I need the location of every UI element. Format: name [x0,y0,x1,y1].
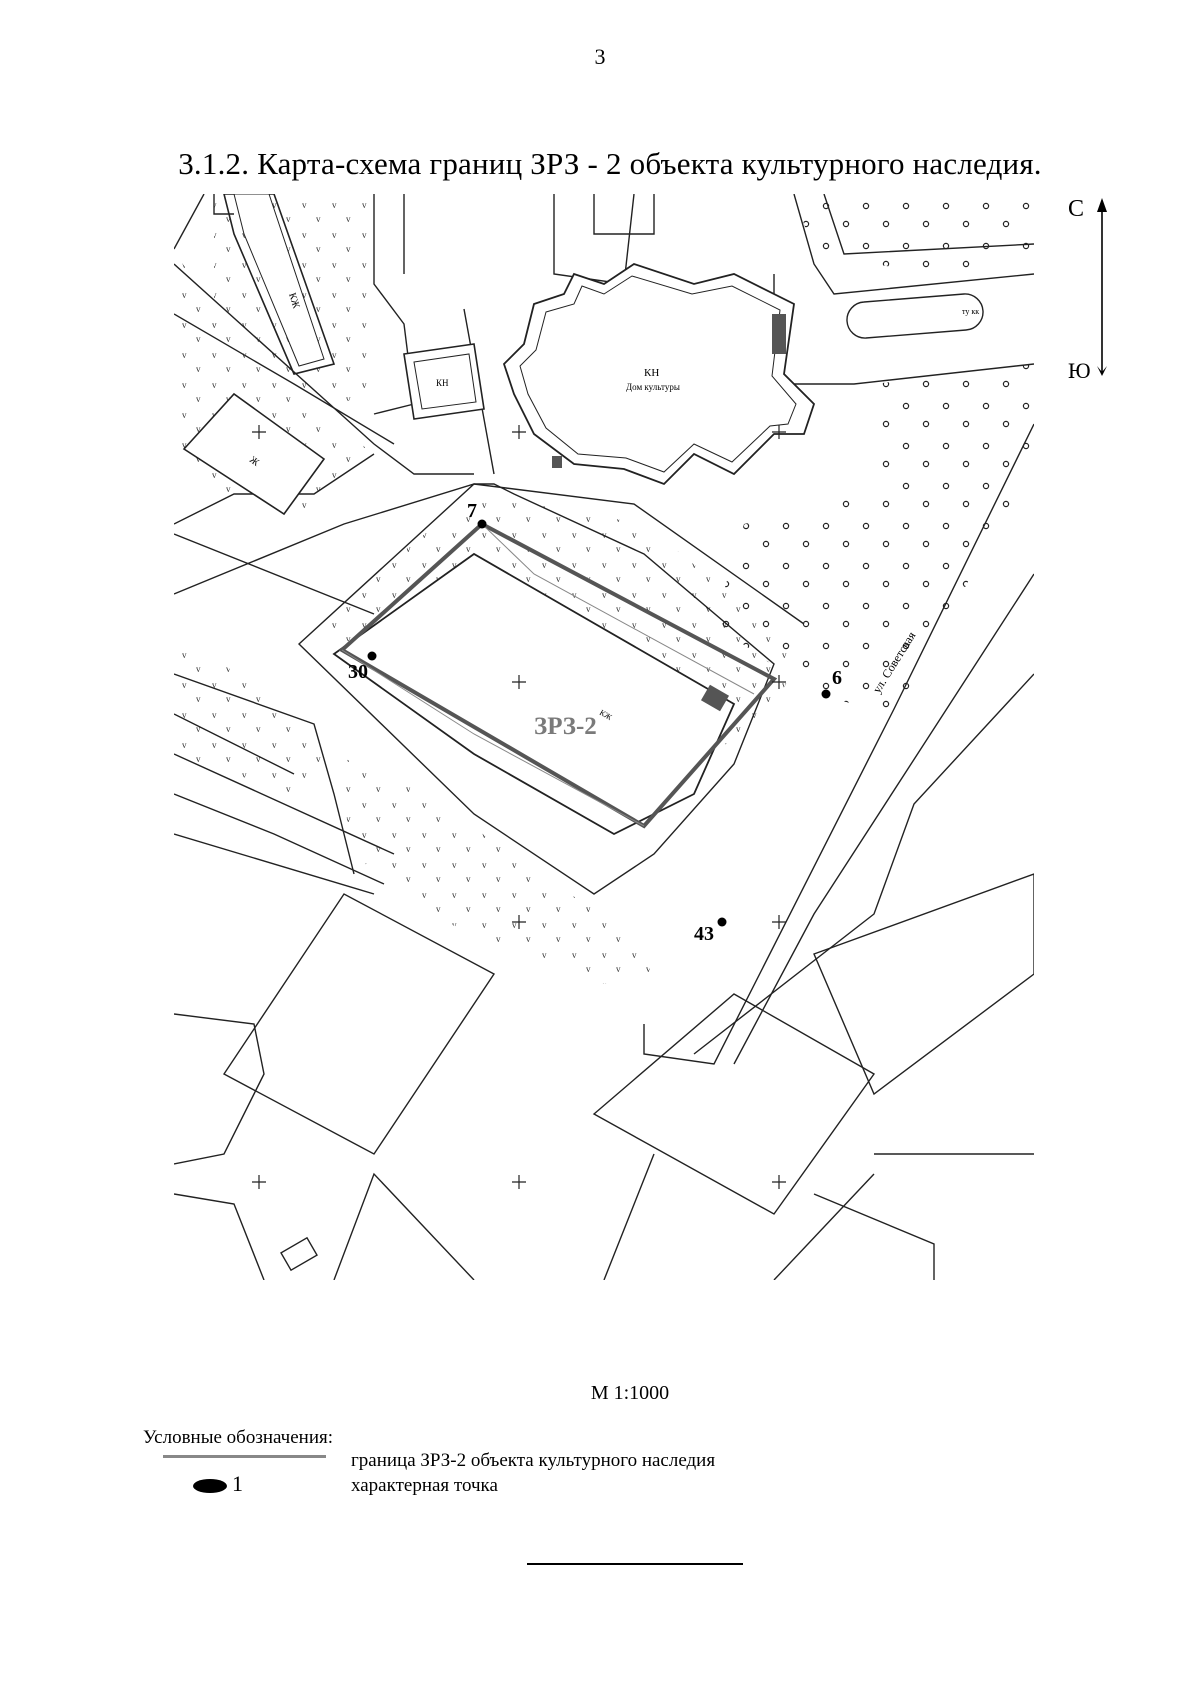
zrz2-boundary-inner [481,523,755,695]
grid-crosses [252,425,786,1189]
compass: С Ю [1058,196,1128,383]
building-label: КН [644,367,659,379]
north-arrow-icon [1097,198,1107,376]
structure-tu: ту кк [846,293,984,339]
building-label: КЖ [286,292,301,310]
legend-point-number: 1 [232,1471,243,1496]
point-6: 6 [821,667,842,699]
legend-title: Условные обозначения: [143,1427,334,1448]
page-title: 3.1.2. Карта-схема границ ЗРЗ - 2 объект… [178,146,1042,181]
compass-south: Ю [1068,358,1091,383]
footer-rule [527,1563,743,1565]
point-7: 7 [467,500,487,529]
point-30: 30 [348,651,377,683]
zone-label: ЗРЗ-2 [534,713,597,740]
vegetation-area [174,644,334,794]
point-label: 43 [694,923,714,945]
page-number: 3 [594,44,606,69]
building-zh: Ж [182,392,326,516]
point-label: 7 [467,500,477,522]
point-label: 30 [348,661,368,683]
building-lower-left [222,893,496,1155]
legend-point-icon [193,1479,227,1493]
point-43: 43 [694,917,727,945]
legend-point-label: характерная точка [351,1475,498,1496]
map-canvas: v v [174,194,1034,1280]
site-map: v v [174,194,1034,1280]
building-lower-center [592,993,876,1215]
tree-area [794,194,1034,274]
building-dom-kultury: КН Дом культуры [502,263,816,486]
map-scale: М 1:1000 [590,1382,670,1404]
vegetation-area [334,754,654,984]
building-kzh: КЖ [223,194,336,375]
point-label: 6 [832,667,842,689]
building-label: КН [436,378,449,388]
legend-boundary-line [163,1455,326,1458]
site-block: КЖ [297,483,775,895]
building-lower-right [813,873,1034,1096]
building-kn-small: КН [403,343,485,420]
building-label: Дом культуры [626,382,680,392]
building-label: ту кк [962,307,979,316]
tree-area [714,364,1034,714]
legend-boundary-label: граница ЗРЗ-2 объекта культурного наслед… [351,1450,716,1471]
compass-north: С [1068,196,1085,222]
